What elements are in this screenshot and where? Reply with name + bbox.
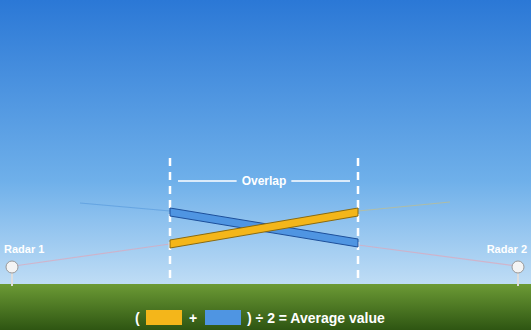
radar1-band — [170, 208, 358, 248]
formula-plus: + — [189, 311, 197, 325]
formula-text: ) ÷ 2 = Average value — [247, 311, 385, 325]
radar-2-symbol — [512, 261, 524, 286]
radar-label: Radar 1 — [4, 244, 44, 255]
radar-beams — [14, 202, 517, 266]
ground — [0, 284, 531, 330]
overlap-bounds — [170, 158, 358, 284]
formula-paren: ( — [135, 311, 140, 325]
radar-1-symbol — [6, 261, 18, 286]
radar2-band — [170, 208, 358, 247]
blue-swatch — [205, 310, 241, 325]
radar-label: Radar 2 — [487, 244, 527, 255]
overlap-label: Overlap — [242, 175, 287, 187]
yellow-swatch — [146, 310, 182, 325]
